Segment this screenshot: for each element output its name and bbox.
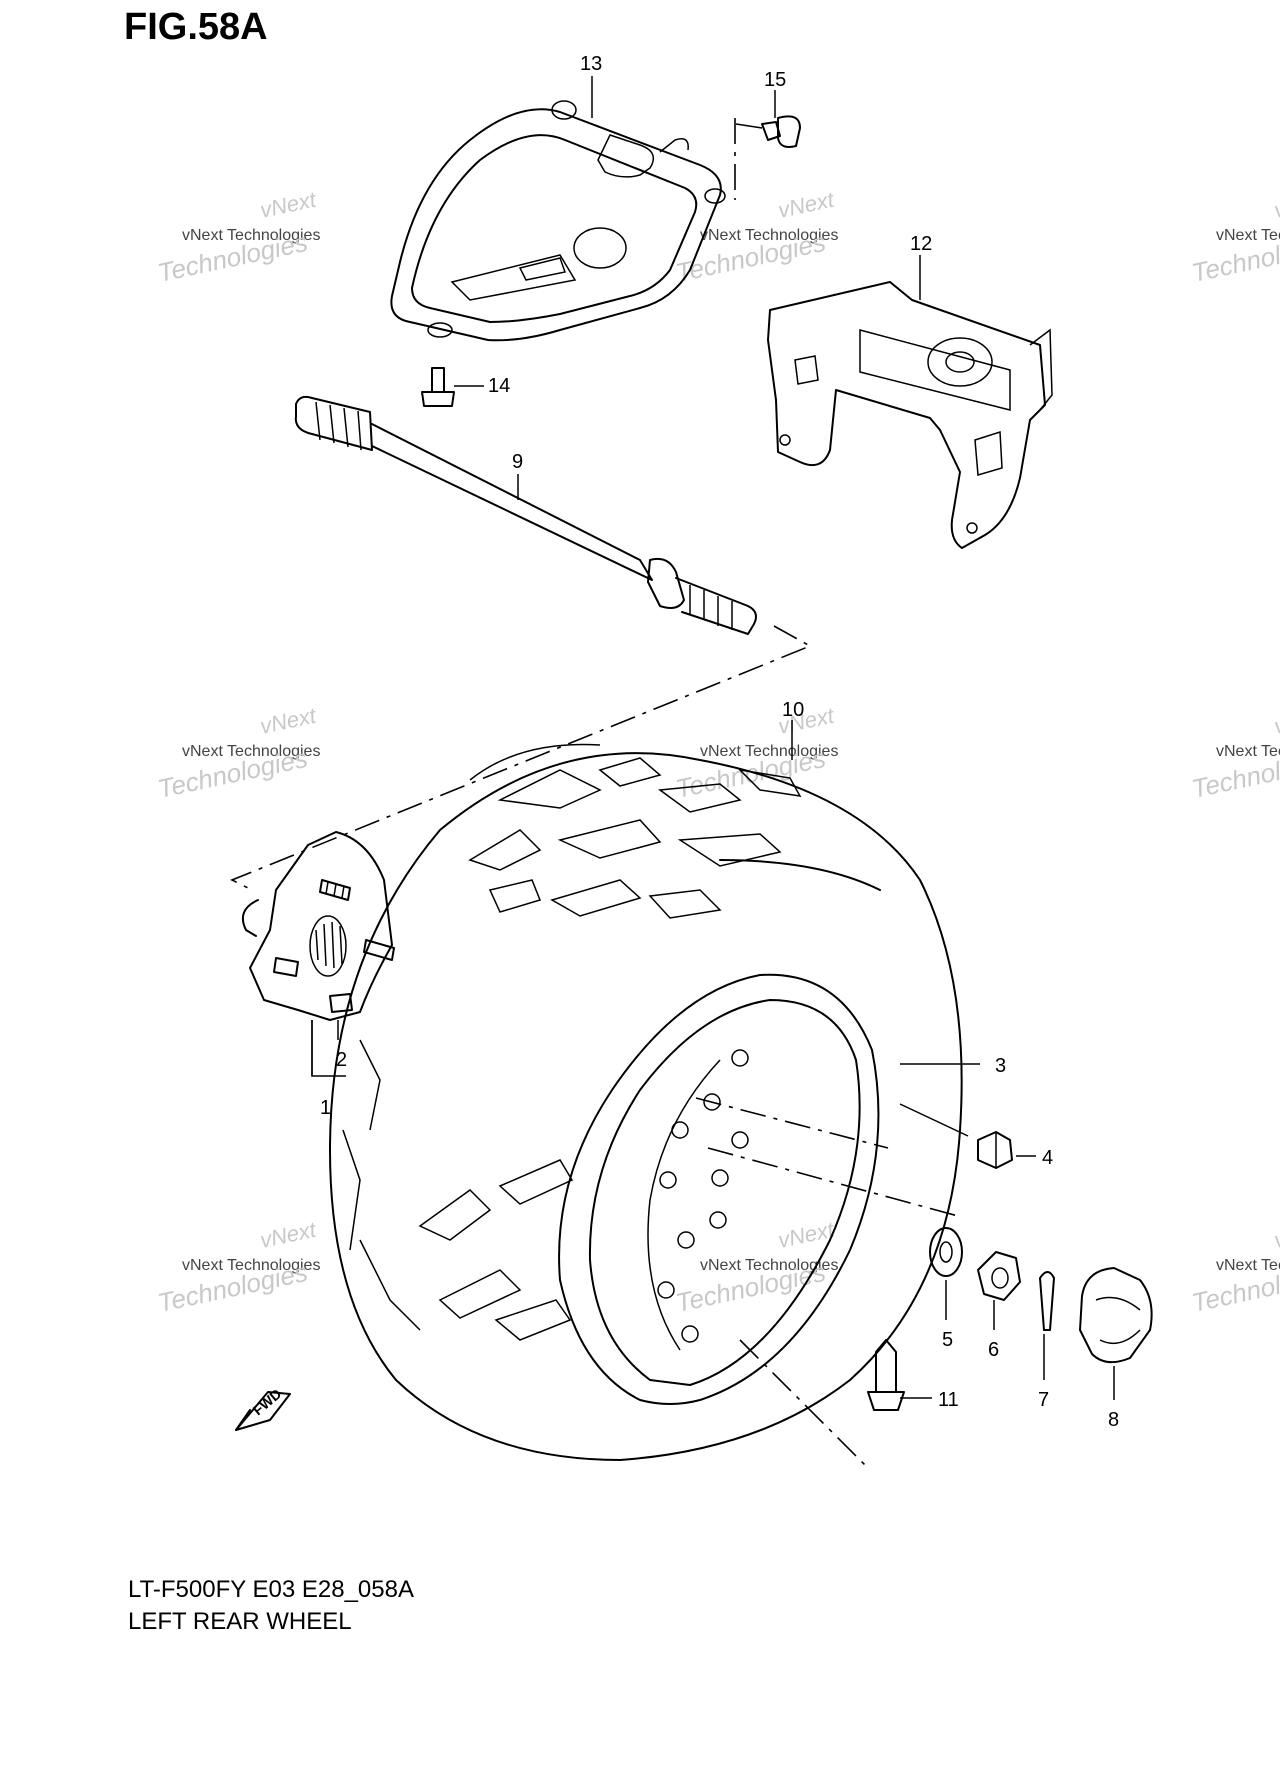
fwd-arrow-icon: FWD (235, 1386, 291, 1431)
callout-4: 4 (1042, 1147, 1053, 1169)
part-13-guard-drawing (390, 100, 726, 342)
watermark: vNext Technologies vNext Technologies (673, 1217, 838, 1318)
svg-text:vNext Technologies: vNext Technologies (182, 227, 320, 244)
dash-line-cap (707, 1147, 959, 1217)
callout-numbers: 1 2 3 4 5 6 7 8 9 10 11 12 13 14 15 (320, 53, 1119, 1431)
part-12-bracket-drawing (767, 281, 1053, 549)
watermark: vNext Technologies vNext Technologies (155, 703, 320, 804)
watermark-group: vNext Technologies vNext Technologies vN… (155, 187, 1280, 1318)
part-4-wheel-nut-drawing (977, 1131, 1013, 1169)
svg-text:vNext: vNext (258, 1217, 319, 1253)
svg-text:vNext Technologies: vNext Technologies (1216, 743, 1280, 760)
svg-text:vNext Technologies: vNext Technologies (1216, 227, 1280, 244)
svg-text:vNext Technologies: vNext Technologies (182, 743, 320, 760)
model-code: LT-F500FY E03 E28_058A (128, 1576, 414, 1603)
callout-13: 13 (580, 53, 602, 75)
svg-text:vNext: vNext (776, 187, 837, 223)
part-10-tire-drawing (329, 743, 963, 1461)
svg-text:vNext Technologies: vNext Technologies (700, 743, 838, 760)
svg-text:vNext Technologies: vNext Technologies (700, 1257, 838, 1274)
callout-leaders (311, 76, 1115, 1400)
dash-line-valve (739, 1339, 871, 1471)
part-6-castle-nut-drawing (977, 1251, 1021, 1301)
callout-12: 12 (910, 233, 932, 255)
part-2-stud-drawing (273, 879, 395, 1013)
watermark: vNext Technologies vNext Technologies (155, 187, 320, 288)
svg-text:vNext Technologies: vNext Technologies (182, 1257, 320, 1274)
watermark: vNext Technologies vNext Technologies (673, 703, 838, 804)
part-9-axle-drawing (230, 395, 812, 889)
callout-10: 10 (782, 699, 804, 721)
part-15-bolt-drawing (734, 115, 801, 200)
callout-2: 2 (336, 1049, 347, 1071)
figure-title: FIG.58A (124, 6, 268, 48)
callout-8: 8 (1108, 1409, 1119, 1431)
part-14-bolt-drawing (421, 367, 484, 407)
callout-3: 3 (995, 1055, 1006, 1077)
callout-6: 6 (988, 1339, 999, 1361)
callout-5: 5 (942, 1329, 953, 1351)
svg-text:vNext: vNext (1272, 703, 1280, 739)
part-group-name: LEFT REAR WHEEL (128, 1608, 352, 1635)
callout-1: 1 (320, 1097, 331, 1119)
callout-7: 7 (1038, 1389, 1049, 1411)
part-7-cotter-pin-drawing (1039, 1271, 1055, 1331)
svg-text:vNext: vNext (258, 187, 319, 223)
watermark: vNext Technologies vNext Technologies (155, 1217, 320, 1318)
dash-line-nut (695, 1097, 889, 1149)
svg-text:vNext Technologies: vNext Technologies (1216, 1257, 1280, 1274)
part-3-rim-drawing (558, 973, 880, 1405)
callout-15: 15 (764, 69, 786, 91)
svg-text:vNext: vNext (1272, 187, 1280, 223)
watermark: vNext Technologies vNext Technologies (1189, 703, 1280, 804)
svg-text:vNext Technologies: vNext Technologies (700, 227, 838, 244)
svg-text:vNext: vNext (1272, 1217, 1280, 1253)
callout-14: 14 (488, 375, 510, 397)
part-1-hub-drawing (242, 831, 393, 1021)
svg-text:vNext: vNext (776, 1217, 837, 1253)
callout-11: 11 (938, 1389, 959, 1411)
part-11-valve-drawing (867, 1339, 905, 1411)
svg-text:vNext: vNext (258, 703, 319, 739)
part-5-washer-drawing (929, 1227, 963, 1277)
callout-9: 9 (512, 451, 523, 473)
watermark: vNext Technologies vNext Technologies (1189, 1217, 1280, 1318)
part-8-hub-cap-drawing (1079, 1267, 1153, 1364)
watermark: vNext Technologies vNext Technologies (673, 187, 838, 288)
watermark: vNext Technologies vNext Technologies (1189, 187, 1280, 288)
